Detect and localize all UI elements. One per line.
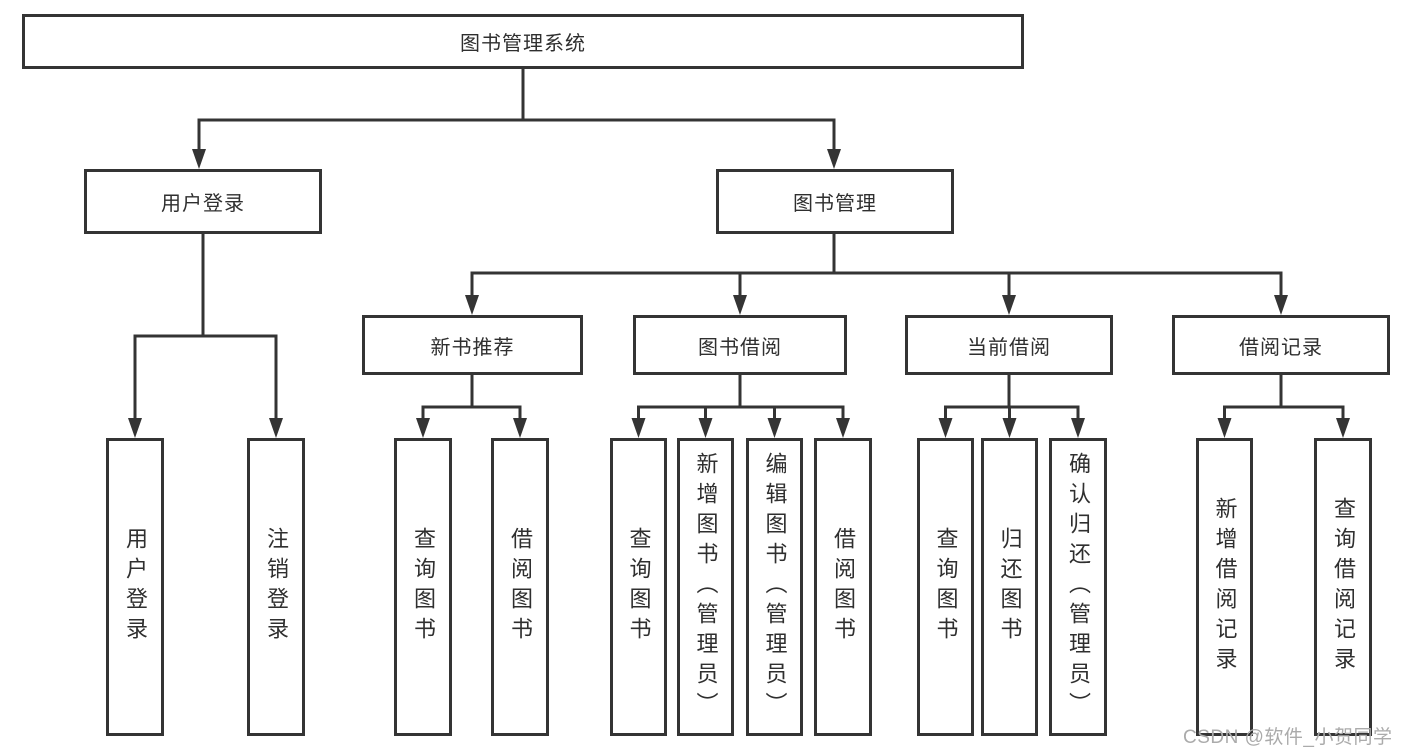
node-borrowing-records: 借阅记录 [1172, 315, 1390, 375]
node-current-borrowing: 当前借阅 [905, 315, 1113, 375]
leaf-edit-books-admin: 编辑图书（管理员） [746, 438, 803, 736]
leaf-borrow-books-recommend: 借阅图书 [491, 438, 549, 736]
node-label: 编辑图书（管理员） [762, 452, 788, 722]
node-label: 查询借阅记录 [1331, 497, 1356, 677]
node-label: 确认归还（管理员） [1066, 452, 1091, 722]
node-label: 当前借阅 [967, 336, 1051, 359]
node-label: 新增图书（管理员） [693, 452, 719, 722]
leaf-return-books: 归还图书 [981, 438, 1038, 736]
node-book-borrowing: 图书借阅 [633, 315, 847, 375]
node-label: 借阅图书 [831, 527, 856, 647]
leaf-query-books-current: 查询图书 [917, 438, 974, 736]
node-label: 查询图书 [411, 527, 436, 647]
leaf-confirm-return-admin: 确认归还（管理员） [1049, 438, 1107, 736]
node-label: 图书管理 [793, 193, 877, 215]
leaf-add-borrow-record: 新增借阅记录 [1196, 438, 1253, 736]
leaf-logout: 注销登录 [247, 438, 305, 736]
node-label: 查询图书 [626, 527, 652, 647]
node-new-book-recommendation: 新书推荐 [362, 315, 583, 375]
leaf-user-login: 用户登录 [106, 438, 164, 736]
csdn-watermark: CSDN @软件_小贺同学 [1183, 727, 1393, 747]
node-label: 用户登录 [161, 193, 245, 215]
node-label: 用户登录 [123, 527, 148, 647]
leaf-borrow-books: 借阅图书 [814, 438, 872, 736]
leaf-query-books-borrow: 查询图书 [610, 438, 667, 736]
node-label: 归还图书 [997, 527, 1023, 647]
node-book-management: 图书管理 [716, 169, 954, 234]
leaf-query-books-recommend: 查询图书 [394, 438, 452, 736]
node-label: 借阅图书 [508, 527, 533, 647]
node-label: 图书借阅 [698, 336, 782, 359]
node-label: 图书管理系统 [460, 33, 586, 55]
leaf-query-borrow-record: 查询借阅记录 [1314, 438, 1372, 736]
node-label: 新书推荐 [430, 336, 515, 359]
node-user-login: 用户登录 [84, 169, 322, 234]
node-label: 新增借阅记录 [1212, 497, 1238, 677]
leaf-add-books-admin: 新增图书（管理员） [677, 438, 734, 736]
node-label: 借阅记录 [1239, 336, 1323, 359]
node-library-system: 图书管理系统 [22, 14, 1024, 69]
node-label: 查询图书 [933, 527, 959, 647]
node-label: 注销登录 [264, 527, 289, 647]
